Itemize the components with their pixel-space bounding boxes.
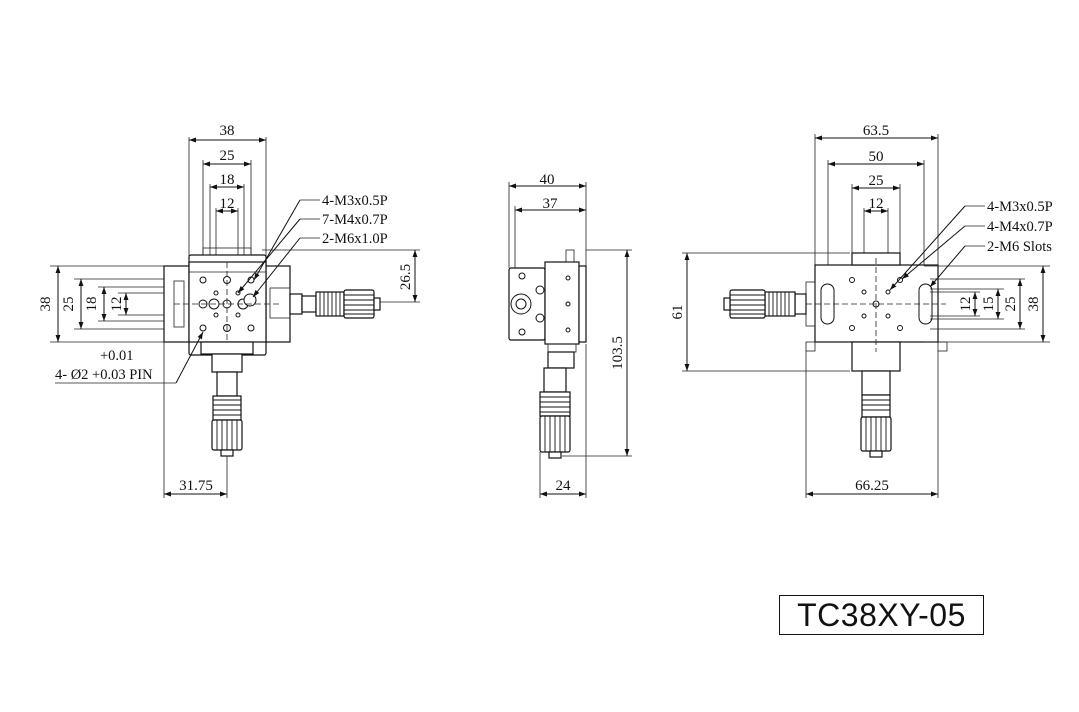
side-view-right-dimension: 103.5	[562, 249, 632, 457]
top-view-stage	[163, 247, 291, 356]
dim-side-24: 24	[556, 478, 572, 494]
side-view-stage	[508, 249, 587, 353]
dim-top-26-5: 26.5	[398, 264, 414, 290]
callout-m6: 2-M6x1.0P	[322, 231, 388, 247]
dim-top-v38: 38	[38, 297, 54, 312]
side-view-micrometer	[539, 351, 575, 459]
pin-tolerance: +0.01	[100, 348, 134, 364]
bottom-callout-m4: 4-M4x0.7P	[987, 219, 1053, 235]
bottom-view: 63.5 50 25 12 61	[670, 123, 1053, 498]
dim-bottom-r15: 15	[981, 297, 997, 312]
dim-top-v18: 18	[84, 297, 100, 312]
dim-bottom-63-5: 63.5	[863, 123, 889, 139]
bottom-view-micrometer-down	[860, 370, 892, 458]
bottom-view-top-dimensions: 63.5 50 25 12	[814, 123, 939, 265]
dim-side-40: 40	[540, 172, 555, 188]
bottom-view-left-dimension: 61	[670, 252, 850, 372]
dim-bottom-61: 61	[670, 305, 686, 320]
dim-side-103-5: 103.5	[610, 336, 626, 370]
bottom-callout-m6-slots: 2-M6 Slots	[987, 239, 1052, 255]
dim-top-18: 18	[220, 172, 235, 188]
dim-top-31-75: 31.75	[179, 478, 213, 494]
callout-m3: 4-M3x0.5P	[322, 193, 388, 209]
dim-bottom-25: 25	[869, 173, 884, 189]
bottom-view-micrometer-left	[723, 289, 807, 319]
dim-top-12: 12	[220, 196, 235, 212]
dim-side-37: 37	[543, 196, 559, 212]
callout-m4: 7-M4x0.7P	[322, 212, 388, 228]
top-view-micrometer-y	[200, 341, 254, 457]
top-view-bottom-dimension: 31.75	[163, 342, 228, 498]
dim-bottom-r25: 25	[1003, 297, 1019, 312]
side-view-top-dimensions: 40 37	[508, 172, 587, 268]
dim-bottom-66-25: 66.25	[855, 478, 889, 494]
top-view-callouts: 4-M3x0.5P 7-M4x0.7P 2-M6x1.0P +0.01 4- Ø…	[55, 193, 388, 384]
bottom-view-stage	[805, 252, 948, 372]
bottom-view-bottom-dimension: 66.25	[805, 351, 939, 498]
dim-top-38: 38	[220, 123, 235, 139]
dim-bottom-r12: 12	[958, 297, 974, 312]
dim-bottom-12: 12	[869, 196, 884, 212]
pin-callout: 4- Ø2 +0.03 PIN	[55, 367, 153, 383]
dim-top-v25: 25	[61, 297, 77, 312]
dim-bottom-50: 50	[869, 149, 884, 165]
bottom-view-callouts: 4-M3x0.5P 4-M4x0.7P 2-M6 Slots	[889, 199, 1053, 291]
dim-top-25: 25	[220, 148, 235, 164]
top-view-micrometer-x	[289, 289, 381, 319]
dim-bottom-r38: 38	[1026, 297, 1042, 312]
top-view: 38 25 18 12 38 25	[38, 123, 420, 498]
bottom-callout-m3: 4-M3x0.5P	[987, 199, 1053, 215]
part-number-label: TC38XY-05	[779, 595, 984, 635]
dim-top-v12: 12	[109, 297, 125, 312]
side-view-bottom-dimension: 24	[539, 344, 587, 498]
bottom-view-right-dimensions: 38 25 15 12	[924, 265, 1050, 343]
top-view-horizontal-dimensions: 38 25 18 12	[188, 123, 267, 262]
side-view: 40 37	[508, 172, 632, 498]
